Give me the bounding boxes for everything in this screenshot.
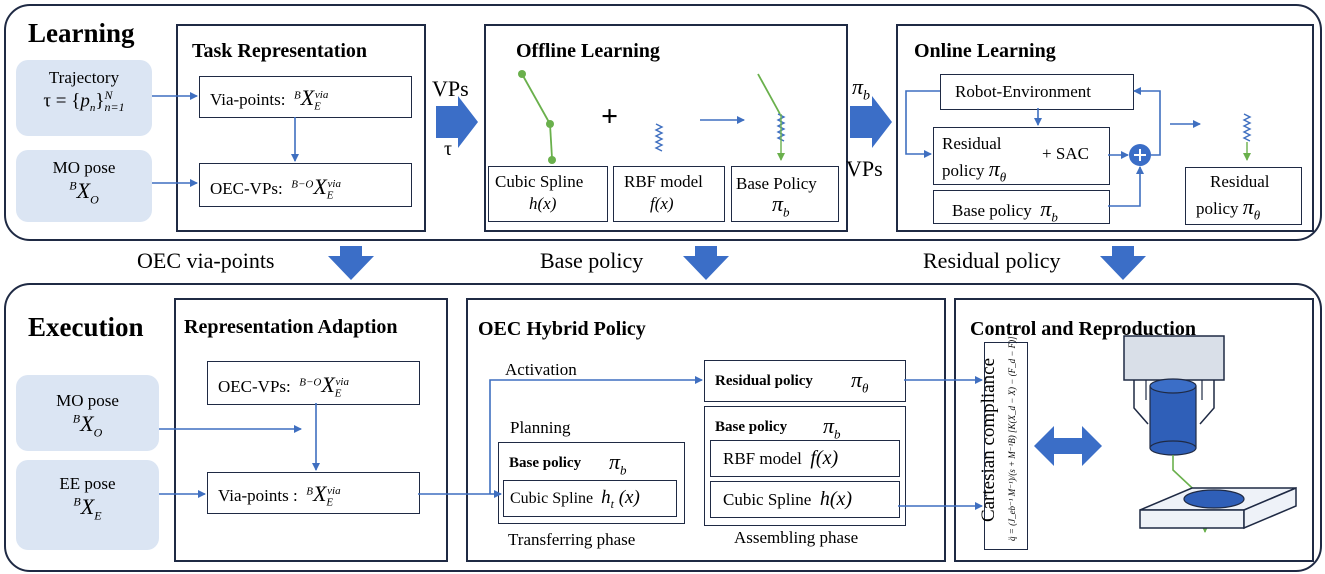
transfer-base-policy: Base policy [540,248,644,273]
transfer-base-policy-label: Base policy [509,455,582,471]
exec-mo-pose-input: MO pose BXO [16,375,159,451]
oec-vps-box: OEC-VPs: B−OXEvia [199,163,412,207]
down-arrow-2 [683,246,729,280]
cubic-spline-fn: h(x) [529,194,557,213]
trajectory-label: Trajectory [48,68,120,87]
plus-sign: + [601,100,619,133]
transfer-cubic-spline-box: Cubic Spline ht (x) [503,480,677,517]
exec-mo-pose-label: MO pose [56,391,119,410]
arrow1-top-label: VPs [432,76,469,101]
cubic-spline-box: Cubic Spline h(x) [488,166,608,222]
mo-pose-label: MO pose [52,158,116,177]
down-arrow-1 [328,246,374,280]
rep-adaption-box [174,298,448,562]
planning-label: Planning [510,418,571,437]
exec-via-points-box: Via-points : BXEvia [207,472,420,514]
cubic-spline-label: Cubic Spline [495,172,584,191]
control-reproduction-title: Control and Reproduction [970,318,1196,340]
learning-title: Learning [28,18,135,48]
base-policy-box: Base Policy πb [731,166,839,222]
online-base-policy-box: Base policy πb [933,190,1110,224]
robot-environment-box: Robot-Environment [940,74,1134,110]
residual-policy-box: Residual policy πθ + SAC [933,127,1110,185]
assemble-rbf-label: RBF model f(x) [723,447,839,469]
big-arrow-2 [850,96,892,148]
oec-vps-text: OEC-VPs: B−OXEvia [210,174,341,202]
online-learning-title: Online Learning [914,40,1056,62]
task-representation-title: Task Representation [192,40,368,62]
via-points-text: Via-points: BXEvia [210,85,329,113]
residual-line2: policy πθ [942,156,1007,185]
exec-oec-vps-box: OEC-VPs: B−OXEvia [207,361,420,405]
assemble-base-sym: πb [823,413,841,442]
assemble-cubic-spline-box: Cubic Spline h(x) [710,481,900,518]
residual-out-line2: policy πθ [1196,194,1261,223]
trajectory-formula: τ = {pn}Nn=1 [43,88,125,115]
rbf-fn: f(x) [650,194,674,213]
mo-pose-formula: BXO [69,178,99,207]
arrow1-bottom-label: τ [444,138,453,160]
rep-adaption-title: Representation Adaption [184,316,398,338]
transfer-cubic-spline-label: Cubic Spline ht (x) [510,487,640,511]
robot-environment-label: Robot-Environment [955,82,1091,101]
activation-label: Activation [505,360,577,379]
double-arrow [1034,426,1102,466]
exec-via-points-text: Via-points : BXEvia [218,481,341,509]
offline-learning-title: Offline Learning [516,40,660,62]
transfer-base-sym: πb [609,449,627,478]
big-arrow-1 [436,96,478,148]
assembling-phase-label: Assembling phase [734,528,859,547]
online-base-policy-label: Base policy πb [952,196,1058,225]
exec-ee-pose-formula: BXE [73,494,102,523]
sac-label: + SAC [1042,144,1089,163]
rbf-model-box: RBF model f(x) [613,166,725,222]
residual-line1: Residual [942,134,1002,153]
residual-out-line1: Residual [1210,172,1270,191]
assemble-base-policy-label: Base policy [715,419,788,435]
exec-residual-sym: πθ [851,367,869,396]
trajectory-input: Trajectory τ = {pn}Nn=1 [16,60,152,136]
residual-output-box: Residual policy πθ [1185,167,1302,225]
transfer-residual-policy: Residual policy [923,248,1061,273]
exec-mo-pose-formula: BXO [72,411,103,440]
arrow2-top-label: πb [852,74,871,104]
rbf-model-label: RBF model [624,172,703,191]
assemble-rbf-box: RBF model f(x) [710,440,900,477]
exec-ee-pose-label: EE pose [59,474,116,493]
mo-pose-input: MO pose BXO [16,150,152,222]
exec-residual-policy-box: Residual policy πθ [704,360,906,402]
assemble-cubic-spline-label: Cubic Spline h(x) [723,488,853,510]
cartesian-compliance-box [984,342,1028,550]
exec-residual-policy-label: Residual policy [715,373,813,389]
exec-oec-vps-text: OEC-VPs: B−OXEvia [218,372,349,400]
base-policy-sym: πb [772,191,790,220]
arrow2-bottom-label: VPs [846,156,883,181]
base-policy-label: Base Policy [736,174,817,193]
robot-illustration [1123,335,1297,533]
transferring-phase-label: Transferring phase [508,530,636,549]
exec-ee-pose-input: EE pose BXE [16,460,159,550]
rbf-wiggle [654,123,664,152]
hybrid-policy-title: OEC Hybrid Policy [478,318,646,340]
via-points-box: Via-points: BXEvia [199,76,412,118]
execution-title: Execution [28,312,144,342]
transfer-oec-via-points: OEC via-points [137,248,275,273]
down-arrow-3 [1100,246,1146,280]
